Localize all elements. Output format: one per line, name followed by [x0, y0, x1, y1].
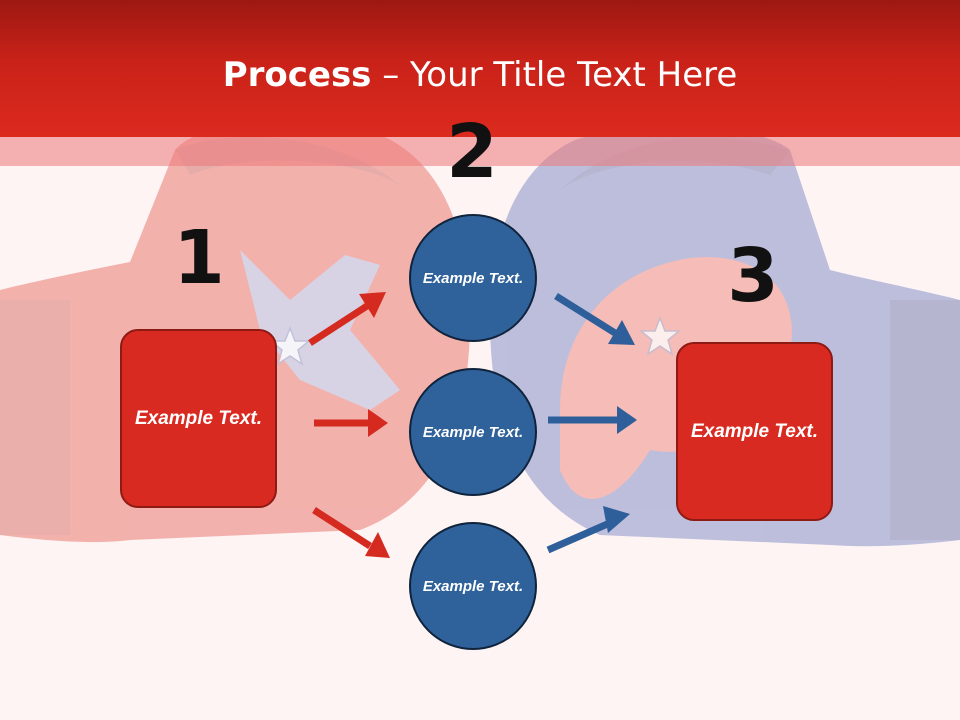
arrow-icon — [308, 292, 386, 346]
arrow-icon — [546, 506, 630, 554]
header-bar — [0, 0, 960, 137]
circle-top: Example Text. — [409, 214, 537, 342]
arrow-icon — [548, 406, 637, 434]
title-rest: – Your Title Text Here — [371, 55, 738, 95]
arrow-icon — [554, 293, 635, 345]
step-number-3: 3 — [727, 233, 779, 319]
circle-middle-label: Example Text. — [422, 423, 524, 441]
circle-bottom-label: Example Text. — [422, 577, 524, 595]
circle-bottom: Example Text. — [409, 522, 537, 650]
arrow-icon — [314, 409, 388, 437]
left-step-box-label: Example Text. — [134, 408, 263, 429]
arrow-icon — [312, 507, 390, 558]
circle-middle: Example Text. — [409, 368, 537, 496]
step-number-2: 2 — [446, 109, 498, 195]
step-number-1: 1 — [173, 215, 225, 301]
title-bold: Process — [222, 55, 372, 95]
left-step-box: Example Text. — [120, 329, 277, 508]
right-step-box: Example Text. — [676, 342, 833, 521]
right-step-box-label: Example Text. — [690, 421, 819, 442]
circle-top-label: Example Text. — [422, 269, 524, 287]
header-strip — [0, 137, 960, 166]
page-title: Process – Your Title Text Here — [0, 52, 960, 98]
